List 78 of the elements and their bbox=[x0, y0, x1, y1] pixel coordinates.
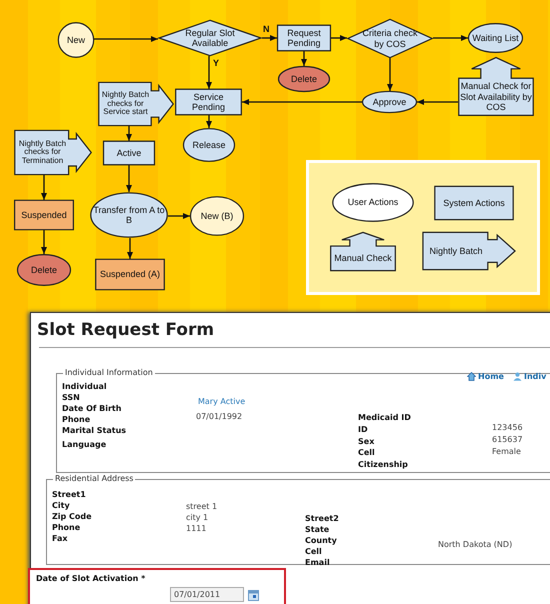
field-label: Zip Code bbox=[52, 512, 92, 521]
action-ellipse: Transfer from A to B bbox=[90, 192, 168, 238]
status-box: Suspended (A) bbox=[95, 259, 165, 290]
decision-diamond: Criteria check by COS bbox=[347, 19, 433, 58]
field-label: State bbox=[305, 525, 330, 534]
field-value: 123456 bbox=[492, 423, 523, 432]
date-input-field: 07/01/2011 bbox=[170, 587, 244, 602]
field-label: Cell bbox=[358, 448, 375, 457]
field-value: 1111 bbox=[186, 524, 206, 533]
field-label: Language bbox=[62, 440, 106, 449]
field-label: Date Of Birth bbox=[62, 404, 122, 413]
arrow bbox=[331, 35, 347, 41]
status-box: Suspended bbox=[14, 200, 74, 230]
nav-link: Indiv bbox=[524, 372, 546, 381]
arrow bbox=[301, 51, 307, 66]
process-box: Service Pending bbox=[175, 89, 242, 115]
action-ellipse: Approve bbox=[362, 91, 417, 113]
process-box: Request Pending bbox=[277, 25, 331, 51]
field-label: Street2 bbox=[305, 514, 339, 523]
arrow bbox=[41, 230, 47, 254]
action-ellipse: Waiting List bbox=[468, 23, 523, 53]
batch-arrow-box: Nightly Batch checks for Termination bbox=[14, 130, 92, 175]
process-box: Active bbox=[103, 141, 155, 165]
field-label: Cell bbox=[305, 547, 322, 556]
arrow bbox=[242, 99, 362, 105]
arrow bbox=[387, 58, 393, 91]
field-label: Phone bbox=[62, 415, 90, 424]
end-ellipse: Delete bbox=[17, 254, 71, 286]
field-value: city 1 bbox=[186, 513, 208, 522]
field-value: street 1 bbox=[186, 502, 218, 511]
fieldset-legend: Residential Address bbox=[53, 474, 136, 484]
field-label: Email bbox=[305, 558, 330, 567]
manual-check-box: Manual Check bbox=[330, 232, 396, 271]
field-label: Medicaid ID bbox=[358, 413, 411, 422]
nav-link: Home bbox=[478, 372, 504, 381]
edge-label: Y bbox=[213, 58, 220, 68]
field-value: 615637 bbox=[492, 435, 523, 444]
arrow bbox=[94, 36, 158, 42]
field-label: Sex bbox=[358, 437, 374, 446]
name-link: Mary Active bbox=[198, 397, 246, 406]
start-circle: New bbox=[58, 22, 94, 58]
field-label: ID bbox=[358, 425, 368, 434]
arrow bbox=[126, 126, 132, 141]
arrow bbox=[126, 165, 132, 192]
field-label: SSN bbox=[62, 393, 80, 402]
edge-label: N bbox=[263, 24, 270, 34]
field-label: Date of Slot Activation * bbox=[36, 574, 146, 584]
manual-check-box: Manual Check for Slot Availability by COS bbox=[458, 57, 534, 116]
field-label: County bbox=[305, 536, 337, 545]
field-label: Fax bbox=[52, 534, 68, 543]
arrow bbox=[417, 99, 458, 105]
field-value: Female bbox=[492, 447, 521, 456]
field-label: City bbox=[52, 501, 70, 510]
fieldset-legend: Individual Information bbox=[63, 368, 155, 378]
arrow bbox=[433, 35, 468, 41]
user-action-ellipse: User Actions bbox=[332, 183, 414, 222]
batch-arrow-box: Nightly Batch checks for Service start bbox=[98, 82, 174, 126]
system-action-box: System Actions bbox=[434, 186, 514, 220]
field-value: North Dakota (ND) bbox=[438, 540, 512, 549]
field-label: Phone bbox=[52, 523, 80, 532]
arrow bbox=[262, 35, 277, 41]
arrow bbox=[206, 115, 212, 128]
batch-arrow-box: Nightly Batch bbox=[422, 232, 516, 270]
form-title: Slot Request Form bbox=[37, 321, 214, 341]
arrow bbox=[41, 175, 47, 200]
arrow bbox=[127, 238, 133, 259]
field-label: Individual bbox=[62, 382, 107, 391]
end-ellipse: Delete bbox=[278, 66, 330, 92]
field-label: Street1 bbox=[52, 490, 86, 499]
decision-diamond: Regular Slot Available bbox=[158, 20, 262, 56]
field-value: 07/01/1992 bbox=[196, 412, 242, 421]
arrow bbox=[206, 56, 212, 89]
action-ellipse: Release bbox=[183, 128, 235, 162]
field-label: Marital Status bbox=[62, 426, 126, 435]
form-panel bbox=[30, 312, 550, 604]
field-label: Citizenship bbox=[358, 460, 408, 469]
start-ellipse: New (B) bbox=[190, 196, 244, 236]
arrow bbox=[168, 213, 190, 219]
